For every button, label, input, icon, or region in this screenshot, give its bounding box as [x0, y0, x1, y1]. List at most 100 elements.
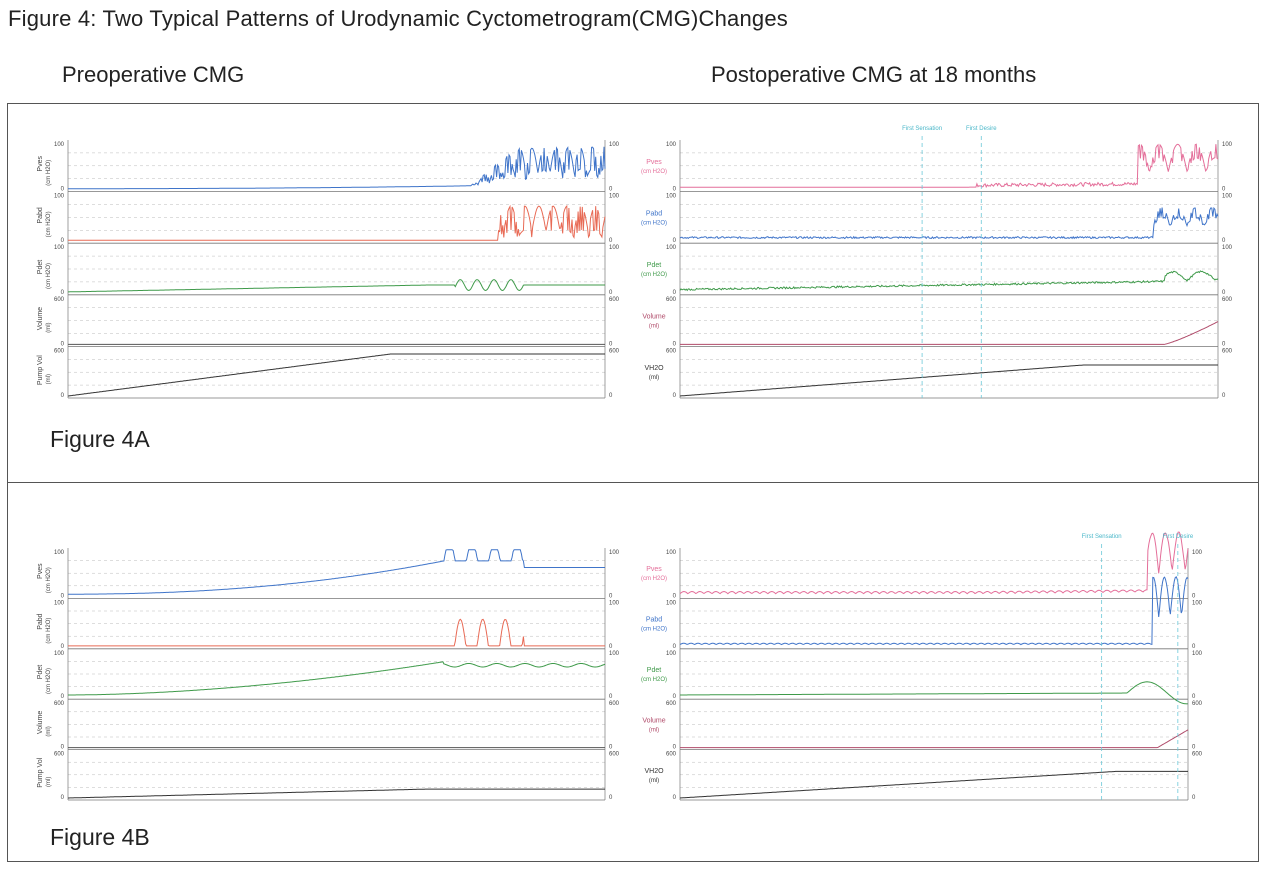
tick-label-min-right: 0 [1192, 644, 1196, 650]
track-unit: (cm H2O) [641, 576, 667, 582]
tick-label-max-right: 600 [1222, 348, 1233, 354]
tick-label-max-right: 100 [1192, 550, 1203, 556]
tick-label-max-right: 600 [609, 752, 620, 758]
track-unit: (ml) [46, 374, 52, 384]
tick-label-max-right: 100 [1222, 245, 1233, 251]
tick-label-min: 0 [61, 238, 65, 244]
tick-label-max-right: 100 [1222, 142, 1233, 148]
trace-pdet [68, 279, 605, 293]
tick-label-min-right: 0 [1192, 745, 1196, 751]
tick-label-max: 600 [54, 701, 65, 707]
tick-label-min-right: 0 [1222, 238, 1226, 244]
column-header-preoperative: Preoperative CMG [62, 62, 245, 87]
track-unit: (ml) [649, 324, 659, 330]
tick-label-min: 0 [61, 795, 65, 801]
tick-label-min-right: 0 [609, 341, 613, 347]
tick-label-max: 100 [666, 600, 677, 606]
tick-label-max-right: 100 [609, 651, 620, 657]
tick-label-max-right: 100 [1192, 651, 1203, 657]
tick-label-max: 100 [666, 651, 677, 657]
trace-pdet [68, 661, 606, 696]
tick-label-max: 600 [54, 348, 65, 354]
track-label: Pdet [37, 260, 44, 274]
trace-pabd [68, 618, 605, 647]
track-label: Volume [37, 307, 44, 330]
tick-label-max: 100 [54, 245, 65, 251]
tick-label-min: 0 [673, 644, 677, 650]
track-label: Pabd [646, 617, 662, 624]
track-unit: (ml) [649, 778, 659, 784]
tick-label-max-right: 100 [1222, 194, 1233, 200]
tick-label-max: 600 [54, 297, 65, 303]
panel-label-4a: Figure 4A [50, 426, 150, 452]
tick-label-max-right: 100 [609, 142, 620, 148]
tick-label-max-right: 600 [609, 348, 620, 354]
panel-label-4b: Figure 4B [50, 824, 150, 850]
track-label: Pdet [37, 665, 44, 679]
tick-label-max: 600 [54, 752, 65, 758]
tick-label-max-right: 100 [609, 550, 620, 556]
event-marker-label: First Sensation [902, 126, 942, 132]
trace-pump-vol [68, 788, 605, 799]
tick-label-max: 600 [666, 701, 677, 707]
trace-pves [680, 143, 1219, 189]
tick-label-min: 0 [61, 694, 65, 700]
tick-label-max-right: 600 [609, 701, 620, 707]
track-label: Pabd [646, 210, 662, 217]
track-unit: (ml) [649, 727, 659, 733]
track-label: Pump Vol [37, 757, 44, 787]
tick-label-max: 100 [666, 142, 677, 148]
track-label: Pump Vol [37, 355, 44, 385]
event-marker-label: First Desire [966, 126, 997, 132]
track-unit: (cm H2O) [46, 618, 52, 644]
event-marker-label: First Desire [1163, 534, 1194, 540]
tick-label-min: 0 [673, 795, 677, 801]
tick-label-min-right: 0 [609, 238, 613, 244]
track-label: Pves [37, 563, 44, 579]
track-unit: (cm H2O) [46, 160, 52, 186]
tick-label-max: 100 [54, 142, 65, 148]
tick-label-min-right: 0 [1222, 187, 1226, 193]
trace-pves [679, 531, 1189, 595]
trace-pdet [679, 270, 1219, 292]
track-unit: (ml) [46, 777, 52, 787]
track-unit: (cm H2O) [641, 272, 667, 278]
tick-label-min-right: 0 [609, 290, 613, 296]
tick-label-max-right: 100 [609, 245, 620, 251]
tick-label-max-right: 600 [1222, 297, 1233, 303]
track-unit: (cm H2O) [46, 263, 52, 289]
panel-figure-4b: Figure 4B [7, 483, 1259, 862]
tick-label-min: 0 [61, 393, 65, 399]
tick-label-min: 0 [673, 593, 677, 599]
tick-label-max: 600 [666, 348, 677, 354]
tick-label-max-right: 600 [1192, 701, 1203, 707]
tick-label-min: 0 [673, 393, 677, 399]
trace-volume [680, 729, 1189, 749]
tick-label-max-right: 100 [609, 194, 620, 200]
tick-label-min: 0 [673, 187, 677, 193]
tick-label-min: 0 [61, 187, 65, 193]
track-label: Pabd [37, 207, 44, 223]
tick-label-max-right: 600 [1192, 752, 1203, 758]
tick-label-min-right: 0 [1222, 393, 1226, 399]
track-unit: (cm H2O) [641, 169, 667, 175]
trace-pump-vol [67, 353, 605, 397]
track-unit: (cm H2O) [641, 220, 667, 226]
tick-label-min: 0 [61, 593, 65, 599]
track-label: Volume [642, 314, 665, 321]
tick-label-min: 0 [61, 341, 65, 347]
figure-title: Figure 4: Two Typical Patterns of Urodyn… [8, 6, 788, 31]
tick-label-max: 100 [54, 550, 65, 556]
track-label: Pves [646, 566, 662, 573]
column-header-postoperative: Postoperative CMG at 18 months [711, 62, 1037, 87]
track-unit: (cm H2O) [46, 668, 52, 694]
track-unit: (cm H2O) [641, 677, 667, 683]
tick-label-max: 600 [666, 752, 677, 758]
track-label: Pdet [647, 262, 661, 269]
tick-label-min-right: 0 [1192, 795, 1196, 801]
trace-pves [68, 146, 606, 190]
tick-label-min-right: 0 [1222, 290, 1226, 296]
